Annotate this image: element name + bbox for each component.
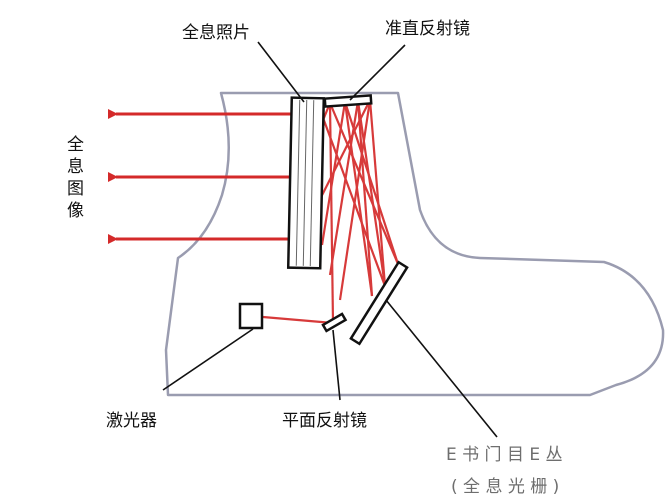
label-collimating-mirror: 准直反射镜 — [385, 19, 470, 39]
label-hologram-plate: 全息照片 — [182, 23, 250, 43]
leader-laser — [162, 328, 254, 391]
laser-box — [238, 302, 264, 330]
leader-plane-mirror — [332, 329, 341, 401]
leader-hologram-plate — [257, 41, 305, 103]
beam-path-7 — [368, 99, 387, 287]
output-beams — [108, 109, 300, 244]
laser-beam — [262, 315, 334, 325]
label-plane-mirror: 平面反射镜 — [282, 411, 367, 431]
beam-path-9 — [328, 100, 360, 276]
beam-path-14 — [320, 114, 387, 287]
device-housing-outline — [164, 91, 665, 397]
hologram-plate — [286, 96, 326, 270]
label-grating-line2: ( 全 息 光 栅 ) — [451, 477, 559, 497]
label-hologram-image-char: 全 — [67, 135, 84, 155]
plane-mirror — [321, 312, 348, 333]
beam-path-4 — [343, 101, 374, 297]
label-hologram-image-char: 图 — [67, 179, 84, 199]
beam-path-6 — [356, 100, 387, 287]
internal-beams — [262, 99, 400, 325]
hologram-grating-mirror — [349, 260, 409, 346]
label-hologram-image-char: 息 — [67, 157, 84, 177]
beam-path-8 — [338, 99, 372, 301]
beam-path-5 — [356, 100, 374, 297]
label-hologram-image: 全息图像 — [67, 135, 84, 221]
label-hologram-image-char: 像 — [67, 201, 84, 221]
label-hologram-image-text: 全息图像 — [67, 135, 84, 221]
label-laser: 激光器 — [106, 411, 157, 431]
leader-grating — [385, 299, 498, 438]
label-grating-line1: E 书 门 目 E 丛 — [446, 445, 563, 465]
leader-collimating-mirror — [349, 44, 406, 101]
collimating-mirror — [323, 94, 373, 108]
leader-lines — [162, 41, 498, 438]
